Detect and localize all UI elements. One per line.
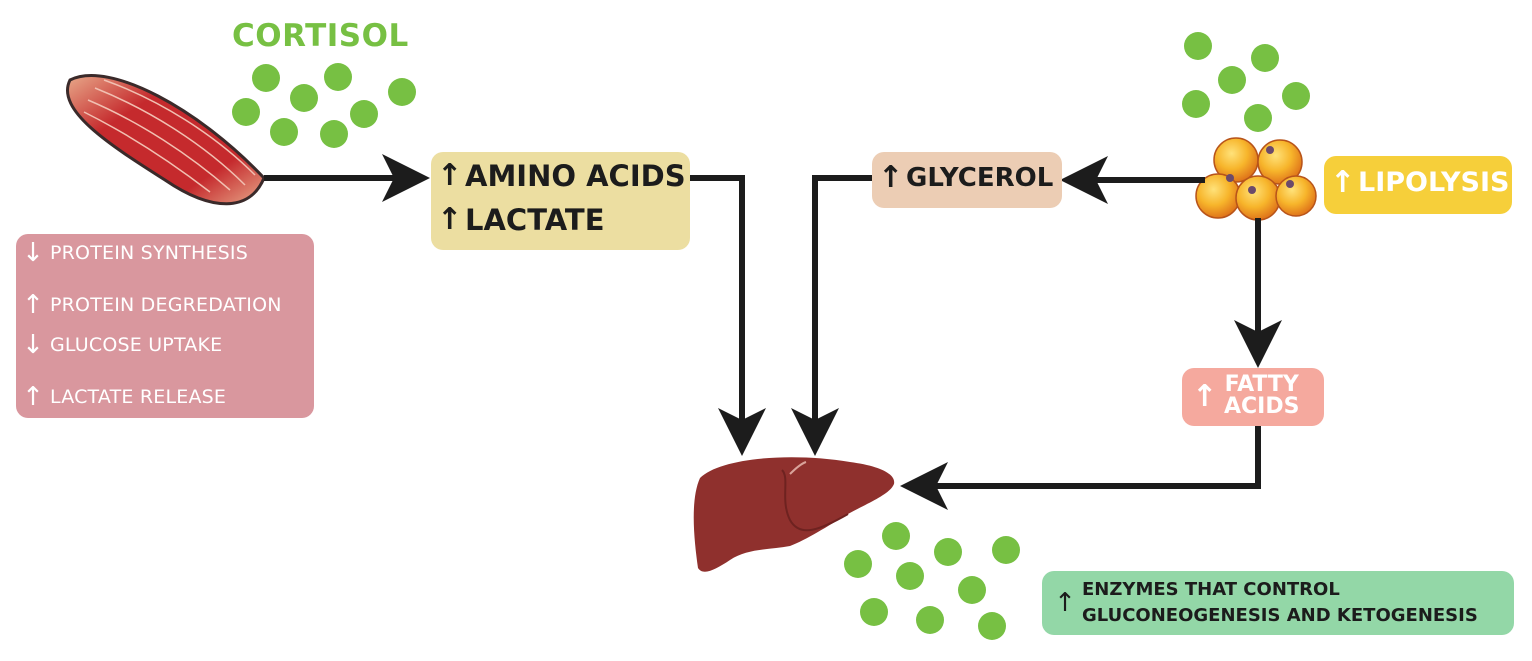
effect-glucose-uptake: ↓ GLUCOSE UPTAKE [16,332,222,358]
up-arrow-icon: ↑ [22,290,44,320]
glycerol-label: GLYCEROL [906,162,1054,193]
up-arrow-icon: ↑ [878,160,904,195]
cortisol-molecule-icon [844,522,1020,640]
effect-protein-synthesis: ↓ PROTEIN SYNTHESIS [16,240,248,266]
amino-acids-row: ↑ AMINO ACIDS [437,158,686,193]
fat-cells-icon [1195,137,1317,221]
up-arrow-icon: ↑ [22,382,44,412]
effect-lactate-release: ↑ LACTATE RELEASE [16,384,226,410]
up-arrow-icon: ↑ [1054,588,1076,618]
lipolysis-box: ↑ LIPOLYSIS [1324,156,1512,214]
up-arrow-icon: ↑ [437,158,463,193]
flow-arrows [264,154,1282,510]
cortisol-title: CORTISOL [232,18,409,54]
amino-to-liver-arrow [690,175,766,456]
down-arrow-icon: ↓ [22,330,44,360]
up-arrow-icon: ↑ [1330,165,1356,200]
muscle-effects-box: ↓ PROTEIN SYNTHESIS ↑ PROTEIN DEGREDATIO… [16,234,314,418]
up-arrow-icon: ↑ [437,202,463,237]
effect-protein-degredation: ↑ PROTEIN DEGREDATION [16,292,282,318]
cortisol-molecule-icon [1182,32,1310,132]
fatty-acids-label: FATTY ACIDS [1224,372,1300,419]
cortisol-molecule-icon [232,63,416,148]
liver-icon [693,457,895,572]
lactate-row: ↑ LACTATE [437,202,605,237]
lipolysis-label: LIPOLYSIS [1358,167,1510,198]
fatty-acids-to-liver-arrow [900,426,1261,510]
muscle-icon [66,74,266,206]
enzymes-box: ↑ ENZYMES THAT CONTROL GLUCONEOGENESIS A… [1042,571,1514,635]
down-arrow-icon: ↓ [22,238,44,268]
enzymes-label: ENZYMES THAT CONTROL GLUCONEOGENESIS AND… [1082,579,1478,626]
glycerol-to-liver-arrow [791,175,872,456]
glycerol-box: ↑ GLYCEROL [872,152,1062,208]
amino-acids-lactate-box: ↑ AMINO ACIDS ↑ LACTATE [431,152,690,250]
up-arrow-icon: ↑ [1192,378,1218,414]
fatty-acids-box: ↑ FATTY ACIDS [1182,368,1324,426]
